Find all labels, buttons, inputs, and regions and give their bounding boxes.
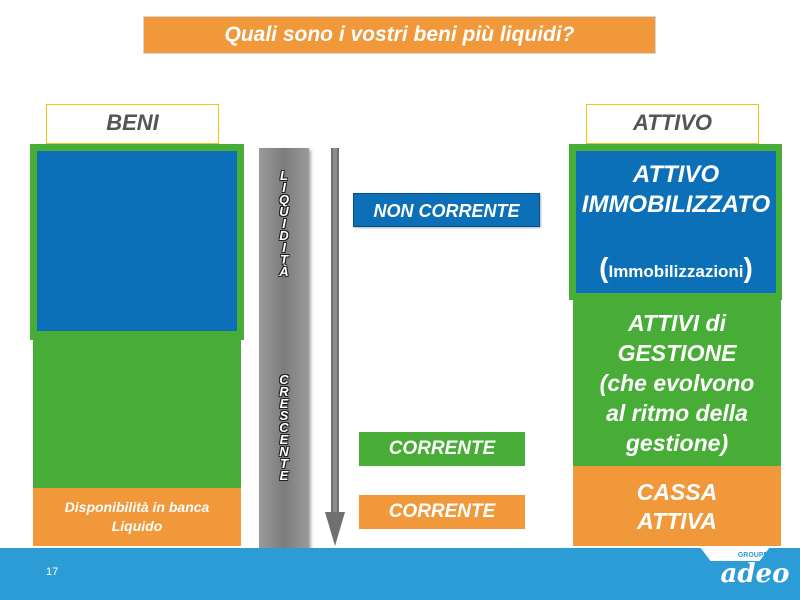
gestione-line: ATTIVI di: [628, 310, 726, 336]
cassa-line-1: CASSA: [636, 479, 718, 505]
attivi-gestione-block: ATTIVI di GESTIONE (che evolvono al ritmo d…: [573, 300, 781, 468]
cassa-attiva-block: CASSA ATTIVA: [573, 466, 781, 546]
cash-line-2: Liquido: [111, 518, 163, 534]
page-number: 17: [46, 566, 59, 578]
liquidita-letter: I: [282, 216, 286, 231]
label-corrente-2: CORRENTE: [359, 495, 525, 529]
liquidita-letter: L: [280, 168, 288, 183]
liquidita-letter: I: [282, 180, 286, 195]
gestione-line: al ritmo della: [606, 400, 748, 426]
paren-close: ): [743, 252, 753, 283]
slide-title: Quali sono i vostri beni più liquidi?: [143, 16, 656, 54]
crescente-letter: N: [279, 444, 289, 459]
gestione-line: gestione): [625, 430, 729, 456]
logo-tab: [700, 547, 770, 561]
footer-bar: [0, 548, 800, 600]
attivo-immobilizzato-block: [576, 151, 776, 293]
immobilizzato-line-1: ATTIVO: [632, 161, 720, 188]
liquidita-letter: T: [280, 252, 288, 267]
cash-line-1: Disponibilità in banca: [64, 499, 210, 515]
adeo-logo: adeo: [720, 559, 790, 589]
immobilizzato-line-2: IMMOBILIZZATO: [581, 191, 771, 218]
liquidita-letter: Q: [278, 192, 290, 207]
attivo-header: ATTIVO: [586, 104, 759, 144]
down-arrow-icon: [325, 148, 345, 546]
attivi-gestione-text: ATTIVI di GESTIONE (che evolvono al ritmo d…: [573, 308, 781, 458]
beni-block-blue: [37, 151, 237, 331]
liquidita-letter: I: [282, 240, 286, 255]
liquidita-letter: D: [279, 228, 289, 243]
liquidity-column: [259, 148, 309, 548]
crescente-letter: C: [279, 420, 289, 435]
crescente-letter: T: [280, 456, 288, 471]
beni-header: BENI: [46, 104, 219, 144]
crescente-letter: E: [279, 468, 289, 483]
immobilizzazioni-sub: (Immobilizzazioni): [566, 252, 786, 284]
crescente-letter: C: [279, 372, 289, 387]
beni-block-green: [33, 338, 241, 488]
liquidita-letter: U: [279, 204, 289, 219]
gestione-line: (che evolvono: [599, 370, 755, 396]
label-corrente-1: CORRENTE: [359, 432, 525, 466]
logo-group-text: GROUPE: [737, 552, 769, 559]
liquidita-letter: À: [279, 264, 289, 279]
attivo-immobilizzato-title: ATTIVO IMMOBILIZZATO: [566, 160, 786, 220]
crescente-letter: S: [279, 408, 289, 423]
crescente-letter: E: [279, 432, 289, 447]
label-non-corrente: NON CORRENTE: [353, 193, 540, 227]
crescente-letter: R: [279, 384, 289, 399]
crescente-letter: E: [279, 396, 289, 411]
gestione-line: GESTIONE: [617, 340, 737, 366]
paren-open: (: [599, 252, 609, 283]
beni-block-cash: Disponibilità in banca Liquido: [33, 488, 241, 546]
immobilizzazioni-text: Immobilizzazioni: [608, 262, 744, 281]
cassa-line-2: ATTIVA: [637, 508, 717, 534]
